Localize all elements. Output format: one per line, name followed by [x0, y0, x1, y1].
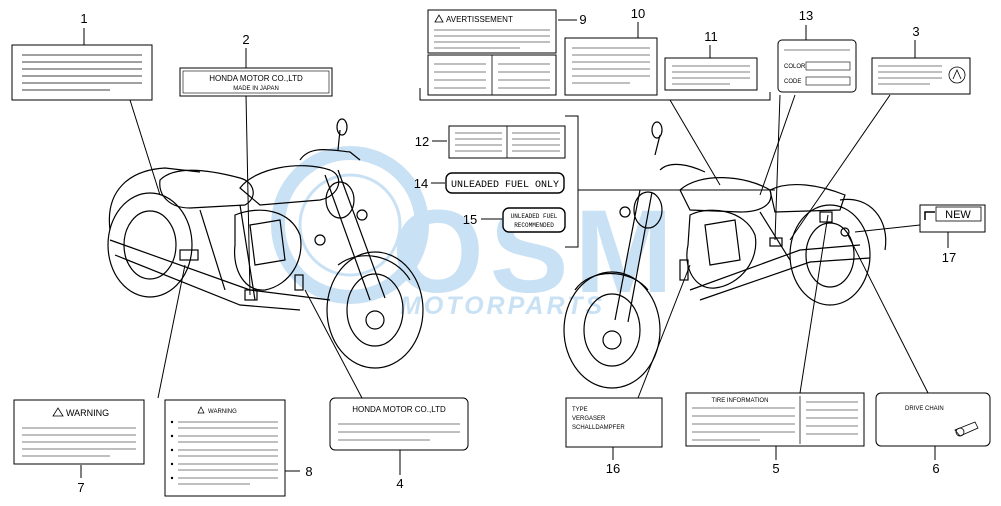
label-10[interactable]	[564, 37, 658, 96]
motorcycle-left	[107, 118, 424, 369]
label-7[interactable]: WARNING	[13, 399, 145, 465]
callout-1: 1	[80, 11, 87, 26]
callout-6: 6	[932, 461, 939, 476]
label-17[interactable]: NEW	[919, 204, 986, 233]
label-2-line1: HONDA MOTOR CO.,LTD	[209, 74, 303, 83]
label-15-line2: RECOMMENDED	[514, 222, 554, 229]
label-8[interactable]: WARNING	[164, 399, 286, 497]
label-3[interactable]	[871, 57, 971, 95]
label-9[interactable]: AVERTISSEMENT	[427, 9, 557, 96]
label-16-type: TYPE	[572, 407, 588, 413]
label-4[interactable]: HONDA MOTOR CO.,LTD	[329, 397, 469, 451]
label-2[interactable]: HONDA MOTOR CO.,LTD MADE IN JAPAN	[179, 67, 333, 97]
group-bracket	[419, 88, 775, 248]
callout-3: 3	[912, 24, 919, 39]
callout-2: 2	[242, 32, 249, 47]
label-2-line2: MADE IN JAPAN	[233, 86, 279, 92]
label-5[interactable]: TIRE INFORMATION	[685, 392, 865, 447]
callout-10: 10	[631, 6, 645, 21]
label-6[interactable]: DRIVE CHAIN	[875, 392, 991, 447]
label-16[interactable]: TYPE VERGASER SCHALLDAMPFER	[565, 397, 663, 448]
callout-11: 11	[704, 29, 718, 44]
callout-numbers: 1 2 3 9 10 11 13 12 14 15 17 7 8 4 16 5 …	[77, 6, 956, 495]
label-15-line1: UNLEADED FUEL	[511, 213, 558, 220]
label-12[interactable]	[448, 125, 566, 159]
callout-16: 16	[606, 461, 620, 476]
callout-4: 4	[396, 476, 403, 491]
label-13-color: COLOR	[784, 64, 806, 70]
label-7-title: WARNING	[66, 408, 109, 418]
watermark-sub: MOTORPARTS	[400, 292, 605, 320]
label-17-text: NEW	[945, 209, 971, 221]
label-9-title: AVERTISSEMENT	[446, 15, 513, 24]
label-16-schall: SCHALLDAMPFER	[572, 425, 625, 431]
label-16-vergaser: VERGASER	[572, 416, 606, 422]
label-8-title: WARNING	[208, 409, 237, 415]
oil-can-icon	[954, 421, 979, 437]
callout-7: 7	[77, 480, 84, 495]
label-11[interactable]	[664, 57, 758, 91]
callout-5: 5	[772, 461, 779, 476]
callout-8: 8	[305, 464, 312, 479]
label-14-text: UNLEADED FUEL ONLY	[451, 180, 559, 191]
motorcycle-right	[563, 121, 887, 389]
callout-14: 14	[414, 176, 428, 191]
callout-17: 17	[942, 250, 956, 265]
label-4-title: HONDA MOTOR CO.,LTD	[352, 405, 446, 414]
label-13-code: CODE	[784, 79, 801, 85]
label-1[interactable]	[11, 44, 153, 101]
label-14[interactable]: UNLEADED FUEL ONLY	[445, 172, 565, 194]
callout-12: 12	[415, 134, 429, 149]
label-6-title: DRIVE CHAIN	[905, 406, 944, 412]
callout-13: 13	[799, 8, 813, 23]
label-13[interactable]: COLOR CODE	[777, 39, 857, 93]
callout-9: 9	[579, 12, 586, 27]
label-5-title: TIRE INFORMATION	[712, 398, 769, 404]
label-15[interactable]: UNLEADED FUEL RECOMMENDED	[502, 207, 566, 233]
callout-15: 15	[463, 212, 477, 227]
leader-lines	[80, 19, 949, 478]
